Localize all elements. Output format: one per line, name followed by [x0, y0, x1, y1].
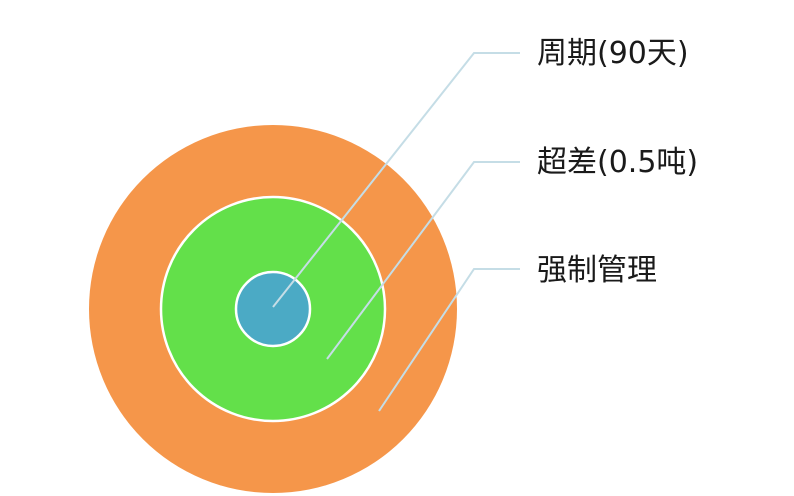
label-cycle: 周期(90天) — [537, 36, 689, 71]
leader-line-cycle — [272, 52, 520, 308]
leader-line-enforcement — [378, 268, 520, 412]
inner-ring — [234, 270, 312, 348]
leader-line-tolerance — [326, 161, 520, 360]
label-enforcement: 强制管理 — [537, 253, 657, 288]
label-tolerance: 超差(0.5吨) — [537, 145, 698, 180]
